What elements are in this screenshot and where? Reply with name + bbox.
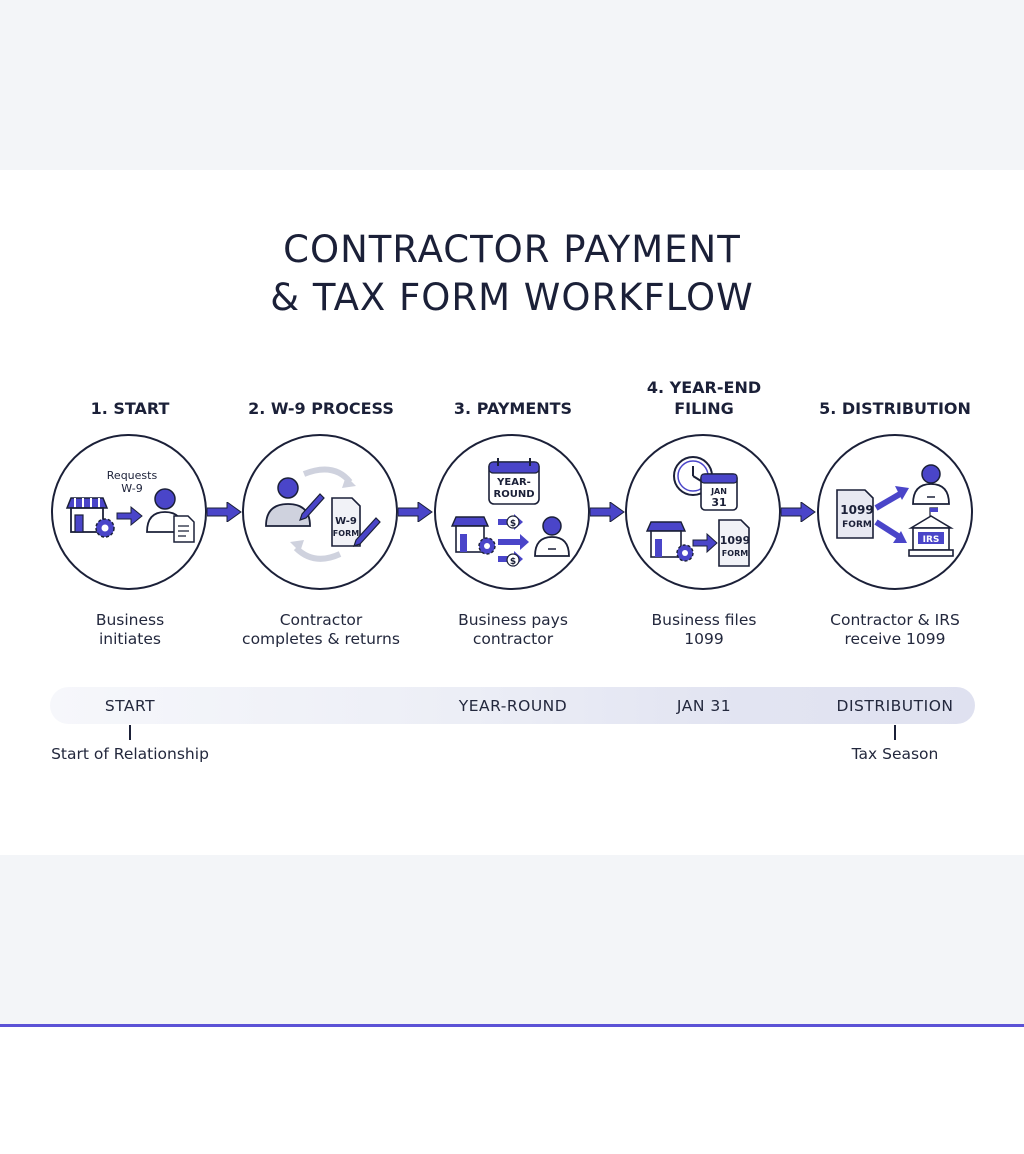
gear-icon bbox=[95, 518, 115, 538]
step-2-description: Contractor completes & returns bbox=[226, 611, 416, 649]
form-1099-text: 1099 bbox=[720, 534, 751, 547]
form-1099-text: 1099 bbox=[840, 503, 873, 517]
requests-label: Requests bbox=[107, 469, 158, 482]
step-4-circle: JAN 31 1099 FORM bbox=[625, 434, 781, 590]
timeline-label-start: START bbox=[104, 697, 156, 715]
round-label: ROUND bbox=[494, 489, 535, 500]
timeline-tick-start bbox=[129, 725, 131, 740]
timeline-label-distribution: DISTRIBUTION bbox=[836, 697, 954, 715]
bottom-band bbox=[0, 855, 1024, 1025]
marker-start-of-relationship: Start of Relationship bbox=[51, 745, 209, 763]
step-4-title-line-2: FILING bbox=[674, 399, 734, 418]
step-4-title: 4. YEAR-END FILING bbox=[614, 377, 794, 419]
person-icon bbox=[534, 516, 570, 557]
page-title-line-1: CONTRACTOR PAYMENT bbox=[283, 228, 741, 271]
calendar-icon: YEAR- ROUND bbox=[488, 458, 540, 505]
arrow-right-icon bbox=[692, 532, 718, 554]
form-form-text: FORM bbox=[842, 520, 872, 530]
flow-arrow-4 bbox=[781, 502, 816, 522]
top-band bbox=[0, 0, 1024, 170]
person-with-pen-icon bbox=[265, 477, 325, 527]
storefront-icon bbox=[645, 521, 687, 558]
step-2-title: 2. W-9 PROCESS bbox=[248, 399, 394, 418]
storefront-icon bbox=[65, 497, 109, 533]
timeline-label-jan-31: JAN 31 bbox=[676, 697, 732, 715]
timeline-label-year-round: YEAR-ROUND bbox=[458, 697, 568, 715]
accent-line bbox=[0, 1024, 1024, 1027]
marker-tax-season: Tax Season bbox=[851, 745, 939, 763]
step-2-description-line-1: Contractor bbox=[279, 611, 363, 629]
calendar-icon: JAN 31 bbox=[700, 473, 738, 511]
dollar-arrow-icon: $ $ bbox=[498, 514, 529, 567]
step-1-title: 1. START bbox=[90, 399, 170, 418]
step-3-description-line-1: Business pays bbox=[458, 611, 568, 629]
form-w9-text: W-9 bbox=[335, 516, 357, 527]
step-4-description-line-1: Business files bbox=[651, 611, 757, 629]
pen-icon bbox=[353, 517, 381, 547]
form-icon: 1099 FORM bbox=[718, 519, 751, 567]
flow-arrow-1 bbox=[207, 502, 242, 522]
form-icon: 1099 FORM bbox=[836, 489, 874, 539]
gear-icon bbox=[478, 537, 496, 555]
step-4-title-line-1: 4. YEAR-END bbox=[646, 378, 762, 397]
timeline-tick-tax-season bbox=[894, 725, 896, 740]
step-4-description-line-2: 1099 bbox=[684, 630, 724, 648]
w9-label: W-9 bbox=[121, 482, 142, 495]
arrow-right-icon bbox=[116, 505, 143, 527]
jan-label: JAN bbox=[710, 487, 727, 496]
dollar-symbol-1: $ bbox=[510, 519, 516, 529]
document-icon bbox=[173, 515, 195, 543]
step-3-description: Business pays contractor bbox=[418, 611, 608, 649]
step-1-description-line-2: initiates bbox=[98, 630, 161, 648]
step-5-description-line-1: Contractor & IRS bbox=[830, 611, 960, 629]
cycle-arrows-icon bbox=[290, 466, 356, 562]
step-3-title: 3. PAYMENTS bbox=[453, 399, 573, 418]
flow-arrow-2 bbox=[398, 502, 433, 522]
flow-arrow-3 bbox=[590, 502, 625, 522]
step-5-title: 5. DISTRIBUTION bbox=[819, 399, 971, 418]
step-2-description-line-2: completes & returns bbox=[242, 630, 400, 648]
step-5-circle: 1099 FORM IRS bbox=[817, 434, 973, 590]
gear-icon bbox=[676, 544, 694, 562]
irs-label: IRS bbox=[923, 535, 940, 545]
form-form-text: FORM bbox=[333, 529, 359, 538]
government-building-icon: IRS bbox=[908, 507, 954, 557]
arrow-split-icon bbox=[874, 486, 909, 543]
day-31-label: 31 bbox=[711, 496, 726, 509]
step-5-description-line-2: receive 1099 bbox=[844, 630, 946, 648]
timeline-bar bbox=[50, 687, 975, 724]
step-1-circle: Requests W-9 bbox=[51, 434, 207, 590]
step-3-description-line-2: contractor bbox=[472, 630, 554, 648]
step-1-description: Business initiates bbox=[35, 611, 225, 649]
step-3-circle: YEAR- ROUND $ $ bbox=[434, 434, 590, 590]
year-label: YEAR- bbox=[496, 477, 531, 488]
dollar-symbol-2: $ bbox=[510, 557, 516, 567]
form-form-text: FORM bbox=[722, 549, 748, 558]
step-2-circle: W-9 FORM bbox=[242, 434, 398, 590]
step-5-description: Contractor & IRS receive 1099 bbox=[800, 611, 990, 649]
step-1-description-line-1: Business bbox=[95, 611, 165, 629]
person-icon bbox=[912, 464, 950, 505]
page-title-line-2: & TAX FORM WORKFLOW bbox=[270, 276, 754, 319]
step-4-description: Business files 1099 bbox=[609, 611, 799, 649]
form-icon: W-9 FORM bbox=[331, 497, 361, 547]
